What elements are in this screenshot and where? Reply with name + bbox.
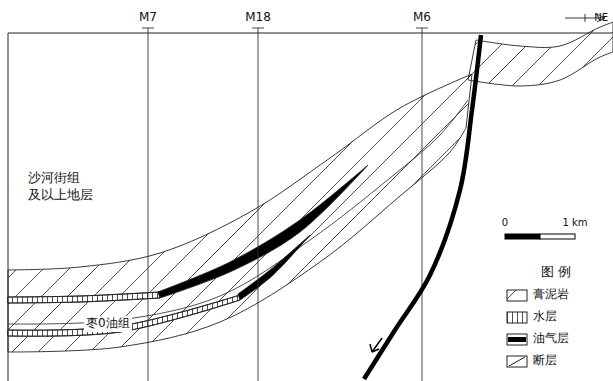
legend-swatch — [507, 312, 527, 323]
scale-bar — [540, 234, 575, 239]
water-layer — [8, 292, 160, 303]
mudstone-layer — [8, 74, 472, 352]
legend-swatch — [507, 356, 527, 367]
map-label: 1 km — [562, 216, 587, 229]
well-head — [416, 28, 428, 29]
scale-bar — [505, 234, 540, 239]
well-line — [422, 28, 423, 381]
legend-text: 油气层 — [533, 331, 569, 347]
well-name: M7 — [139, 10, 157, 26]
layer-boundary — [8, 100, 468, 324]
legend-text: 断层 — [533, 353, 557, 369]
fault-arrow — [370, 338, 382, 352]
formation-label: 枣0油组 — [84, 316, 132, 332]
map-label: 0 — [502, 216, 508, 229]
well-head — [142, 28, 154, 29]
well-name: M18 — [245, 10, 271, 26]
map-label: 图 例 — [541, 264, 571, 281]
legend-swatch — [507, 290, 527, 301]
legend-text: 水层 — [533, 309, 557, 325]
map-label: NE — [594, 11, 608, 24]
formation-label: 沙河街组 及以上地层 — [28, 170, 93, 204]
well-name: M6 — [413, 10, 431, 26]
legend-swatch — [507, 334, 527, 345]
mudstone-layer — [468, 22, 613, 86]
well-line — [258, 28, 259, 381]
water-layer — [8, 292, 160, 303]
oil-layer — [238, 235, 310, 300]
fault-line — [364, 35, 481, 379]
water-layer — [8, 295, 240, 336]
legend-text: 膏泥岩 — [533, 287, 569, 303]
well-head — [252, 28, 264, 29]
water-layer — [8, 295, 240, 336]
frame-line — [8, 33, 613, 34]
well-line — [148, 28, 149, 381]
